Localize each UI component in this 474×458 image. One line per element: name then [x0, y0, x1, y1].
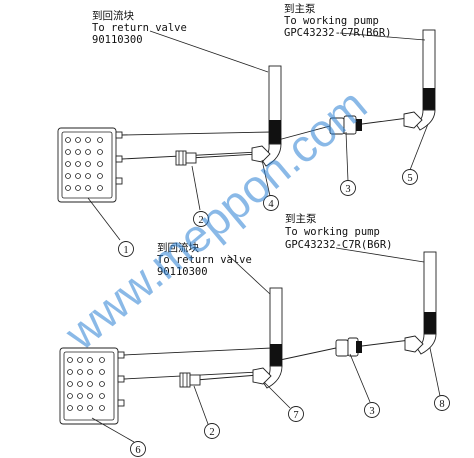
svg-text:7: 7	[293, 410, 298, 421]
svg-text:4: 4	[268, 199, 274, 210]
callout-7: 7	[288, 406, 304, 422]
pump-label-cn-top: 到主泵	[284, 3, 316, 15]
return-label-cn-bottom: 到回流块	[157, 241, 199, 254]
return-label-en-top: To return valve	[92, 22, 187, 34]
pump-label-en-top: To working pump	[284, 15, 379, 27]
callout-4: 4	[263, 195, 279, 211]
callout-2-top: 2	[193, 211, 209, 227]
return-pipe-bottom	[252, 287, 283, 389]
pump-pipe-top	[403, 29, 436, 131]
return-label-cn-top: 到回流块	[92, 9, 134, 22]
fitting-3-top	[329, 115, 362, 135]
callout-2-bottom: 2	[204, 423, 220, 439]
fitting-3-bottom	[335, 337, 362, 357]
top-assembly: 1 2 3 4 5 到回流块 To return valve 90110300 …	[57, 3, 436, 257]
svg-text:2: 2	[209, 427, 214, 438]
callout-5: 5	[402, 169, 418, 185]
fitting-2-top	[175, 150, 197, 166]
pump-part-no-top: GPC43232-C7R(B6R)	[284, 27, 391, 39]
svg-text:5: 5	[407, 173, 412, 184]
callout-3-bottom: 3	[364, 402, 380, 418]
svg-text:2: 2	[198, 215, 203, 226]
pump-label-en-bottom: To working pump	[285, 226, 380, 238]
return-label-en-bottom: To return valve	[157, 254, 252, 266]
fitting-2-bottom	[179, 372, 201, 388]
callout-1: 1	[118, 241, 134, 257]
callout-3-top: 3	[340, 180, 356, 196]
callout-8: 8	[434, 395, 450, 411]
svg-text:1: 1	[123, 245, 128, 256]
svg-text:3: 3	[345, 184, 350, 195]
return-part-no-bottom: 90110300	[157, 266, 208, 278]
valve-block-top	[57, 127, 123, 203]
pump-part-no-bottom: GPC43232-C7R(B6R)	[285, 239, 392, 251]
callout-6: 6	[130, 441, 146, 457]
svg-text:8: 8	[439, 399, 444, 410]
return-part-no-top: 90110300	[92, 34, 143, 46]
pump-pipe-bottom	[404, 251, 437, 355]
bottom-assembly: 6 2 3 7 8 到回流块 To return valve 90110300 …	[59, 213, 450, 457]
watermark-text: www.meppon.com	[54, 78, 376, 360]
return-pipe-top	[251, 65, 282, 167]
valve-block-bottom	[59, 347, 125, 425]
svg-text:6: 6	[135, 445, 140, 456]
svg-text:3: 3	[369, 406, 374, 417]
pump-label-cn-bottom: 到主泵	[285, 213, 317, 225]
